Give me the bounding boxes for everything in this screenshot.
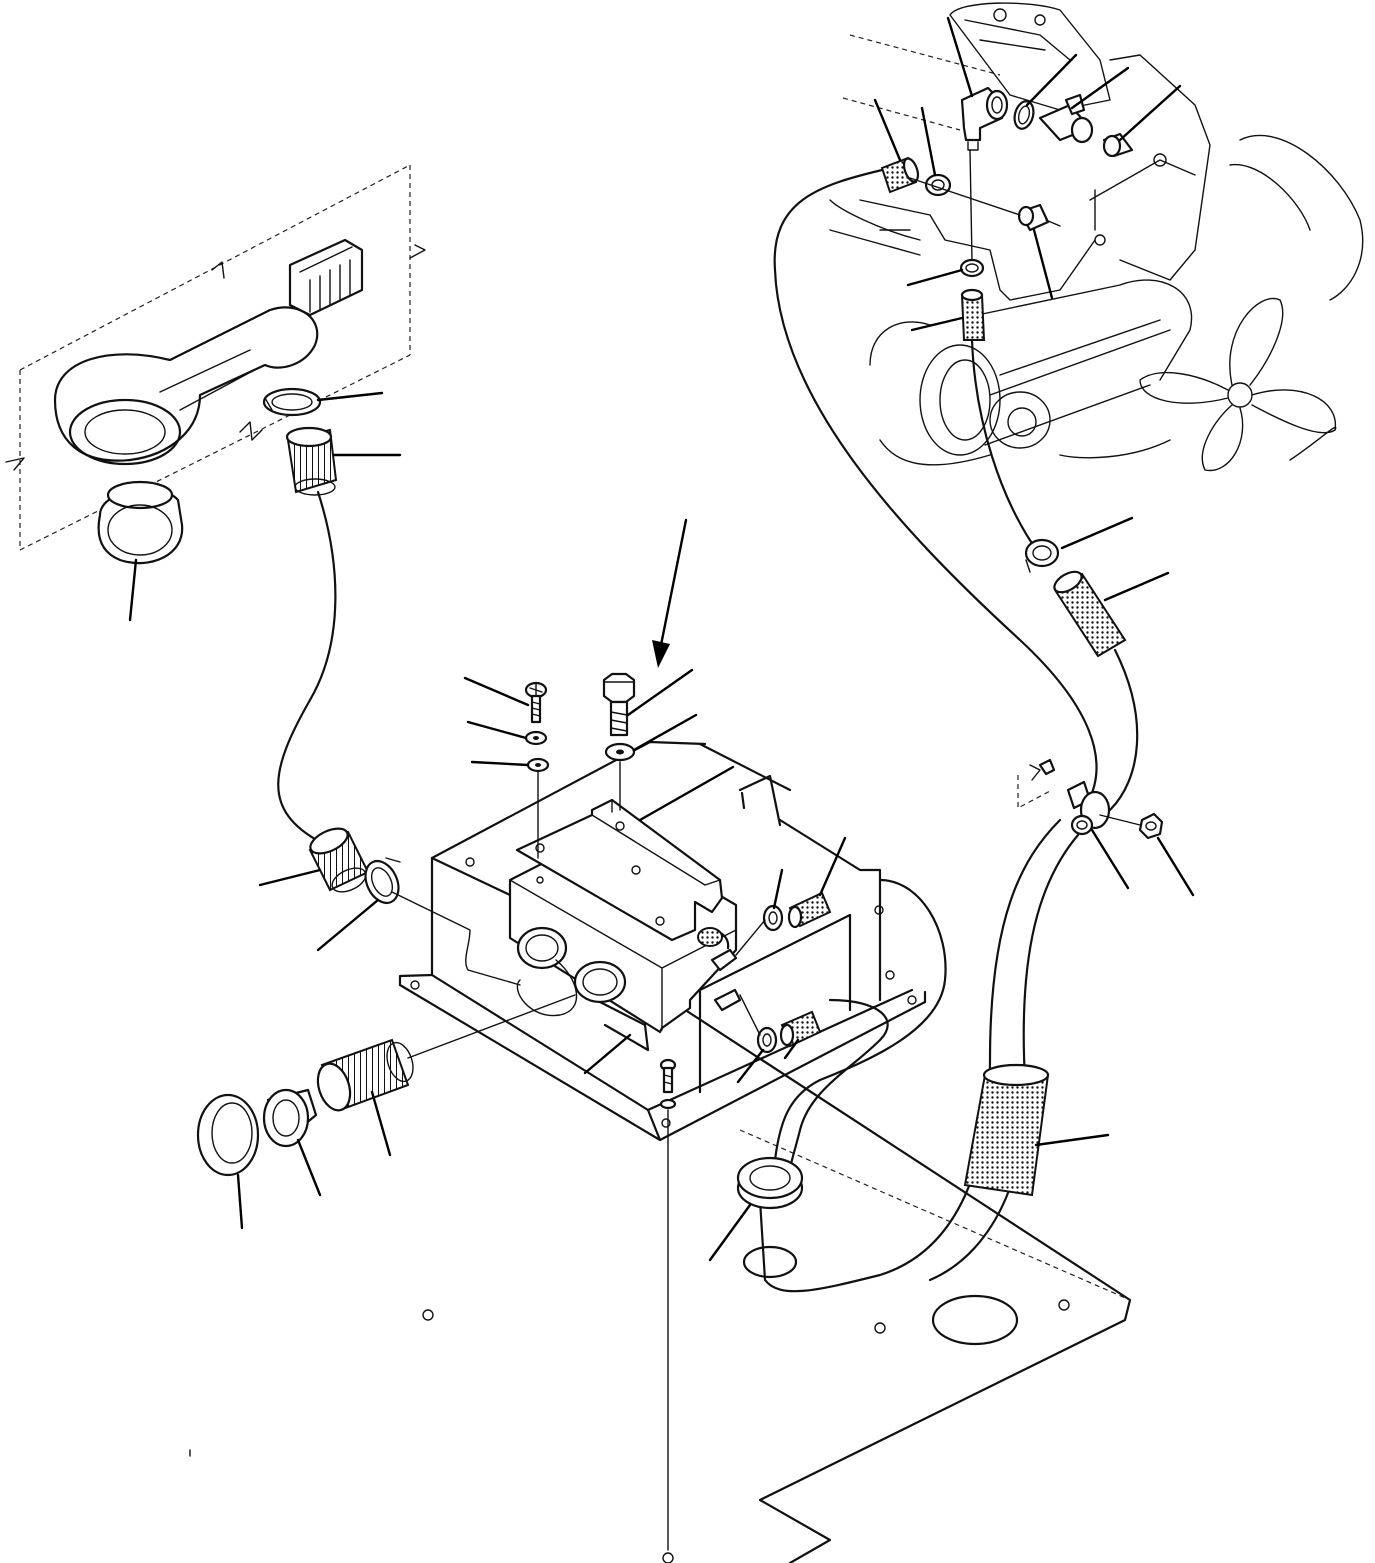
unit-hose-lower [788, 998, 889, 1172]
hose-sleeve-large [963, 1063, 1050, 1197]
unit-hose-upper [773, 878, 947, 1162]
grommet [736, 1156, 804, 1210]
heater-unit [398, 740, 927, 1142]
pipe-line-lower [739, 994, 761, 1036]
elbow-fitting [960, 86, 1009, 151]
washer-small-lower [526, 757, 550, 773]
view-direction-arrow [652, 518, 688, 668]
flex-duct-connector-lower [316, 1038, 414, 1112]
drain-fitting [1017, 203, 1061, 232]
hose-short-upper [880, 156, 920, 194]
fitting-axis-line [969, 149, 973, 261]
vent-outlet-upper [97, 480, 184, 565]
pipe-line-upper [735, 919, 766, 956]
washer-large [604, 742, 636, 762]
duct-hose-left [277, 490, 337, 844]
hose-bracket [1017, 758, 1111, 836]
callout-leaders [128, 16, 1195, 1262]
flex-duct-connector-upper [285, 426, 338, 496]
mount-bolt-lower [659, 1058, 677, 1110]
heater-hose-inner [970, 338, 1042, 557]
heater-hose-outer [773, 168, 1098, 804]
hex-nut [1138, 812, 1164, 840]
hose-short-vertical [960, 288, 986, 341]
engine-block [829, 2, 1364, 472]
floor-plate [189, 998, 1132, 1563]
hose-clamp-mid-right [959, 258, 985, 278]
hose-clamp-right [1024, 538, 1060, 573]
vent-nozzle-lower [262, 1088, 318, 1148]
connecting-line-left [391, 891, 521, 986]
valve-fitting [1038, 93, 1094, 144]
fitting-axis-line-2 [909, 177, 1021, 216]
nipple-fitting [1102, 132, 1134, 158]
hose-short-unit-lower [779, 1010, 822, 1048]
hose-clamp-unit-lower [756, 1026, 778, 1054]
screw-small [524, 681, 548, 724]
nut-axis-line [1099, 814, 1141, 826]
hose-clamp-left [364, 857, 401, 905]
vent-louver-lower [196, 1093, 260, 1177]
hose-short-unit-upper [787, 891, 832, 929]
hex-bolt [602, 672, 636, 737]
hose-clamp-unit-upper [762, 904, 784, 932]
hose-sleeve-right [1053, 570, 1127, 658]
heater-hose-lower [1108, 648, 1139, 812]
hose-clamp-upper-left [262, 387, 322, 417]
washer-small-upper [524, 730, 548, 746]
o-ring [1013, 100, 1035, 130]
left-duct-panel [5, 164, 426, 551]
connecting-line-lower [407, 994, 576, 1059]
large-hose-inner [928, 833, 1080, 1282]
flex-duct-connector-left [308, 827, 370, 893]
